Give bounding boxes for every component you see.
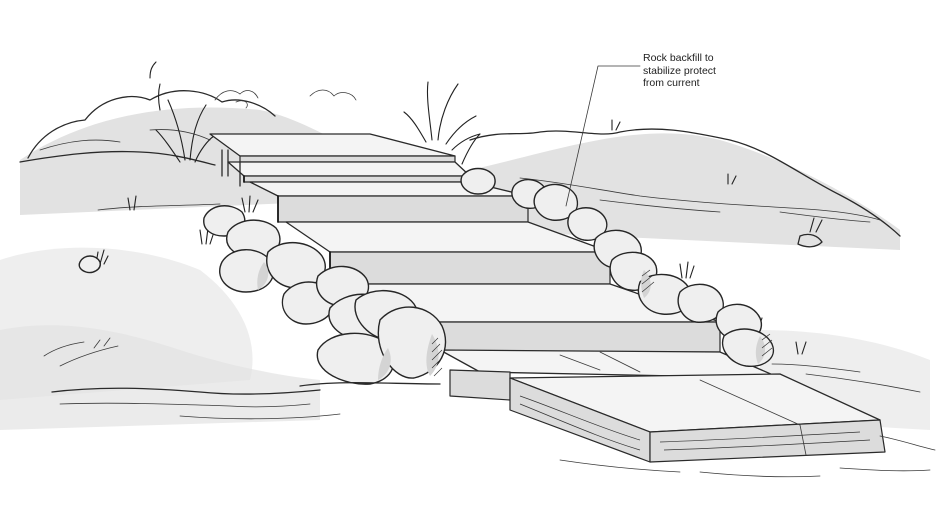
left-rock-wall bbox=[203, 205, 447, 385]
foreground-water-edge bbox=[0, 325, 936, 478]
callout-label: Rock backfill to stabilize protect from … bbox=[643, 52, 753, 90]
callout-line-1: Rock backfill to bbox=[643, 52, 714, 64]
callout-leader bbox=[565, 65, 641, 207]
stone-steps bbox=[209, 133, 886, 463]
callout-line-2: stabilize protect bbox=[643, 64, 716, 77]
small-rock-left bbox=[78, 255, 101, 274]
right-rock-wall bbox=[460, 167, 775, 367]
grass-tufts bbox=[95, 61, 823, 355]
callout-line-3: from current bbox=[643, 77, 700, 89]
